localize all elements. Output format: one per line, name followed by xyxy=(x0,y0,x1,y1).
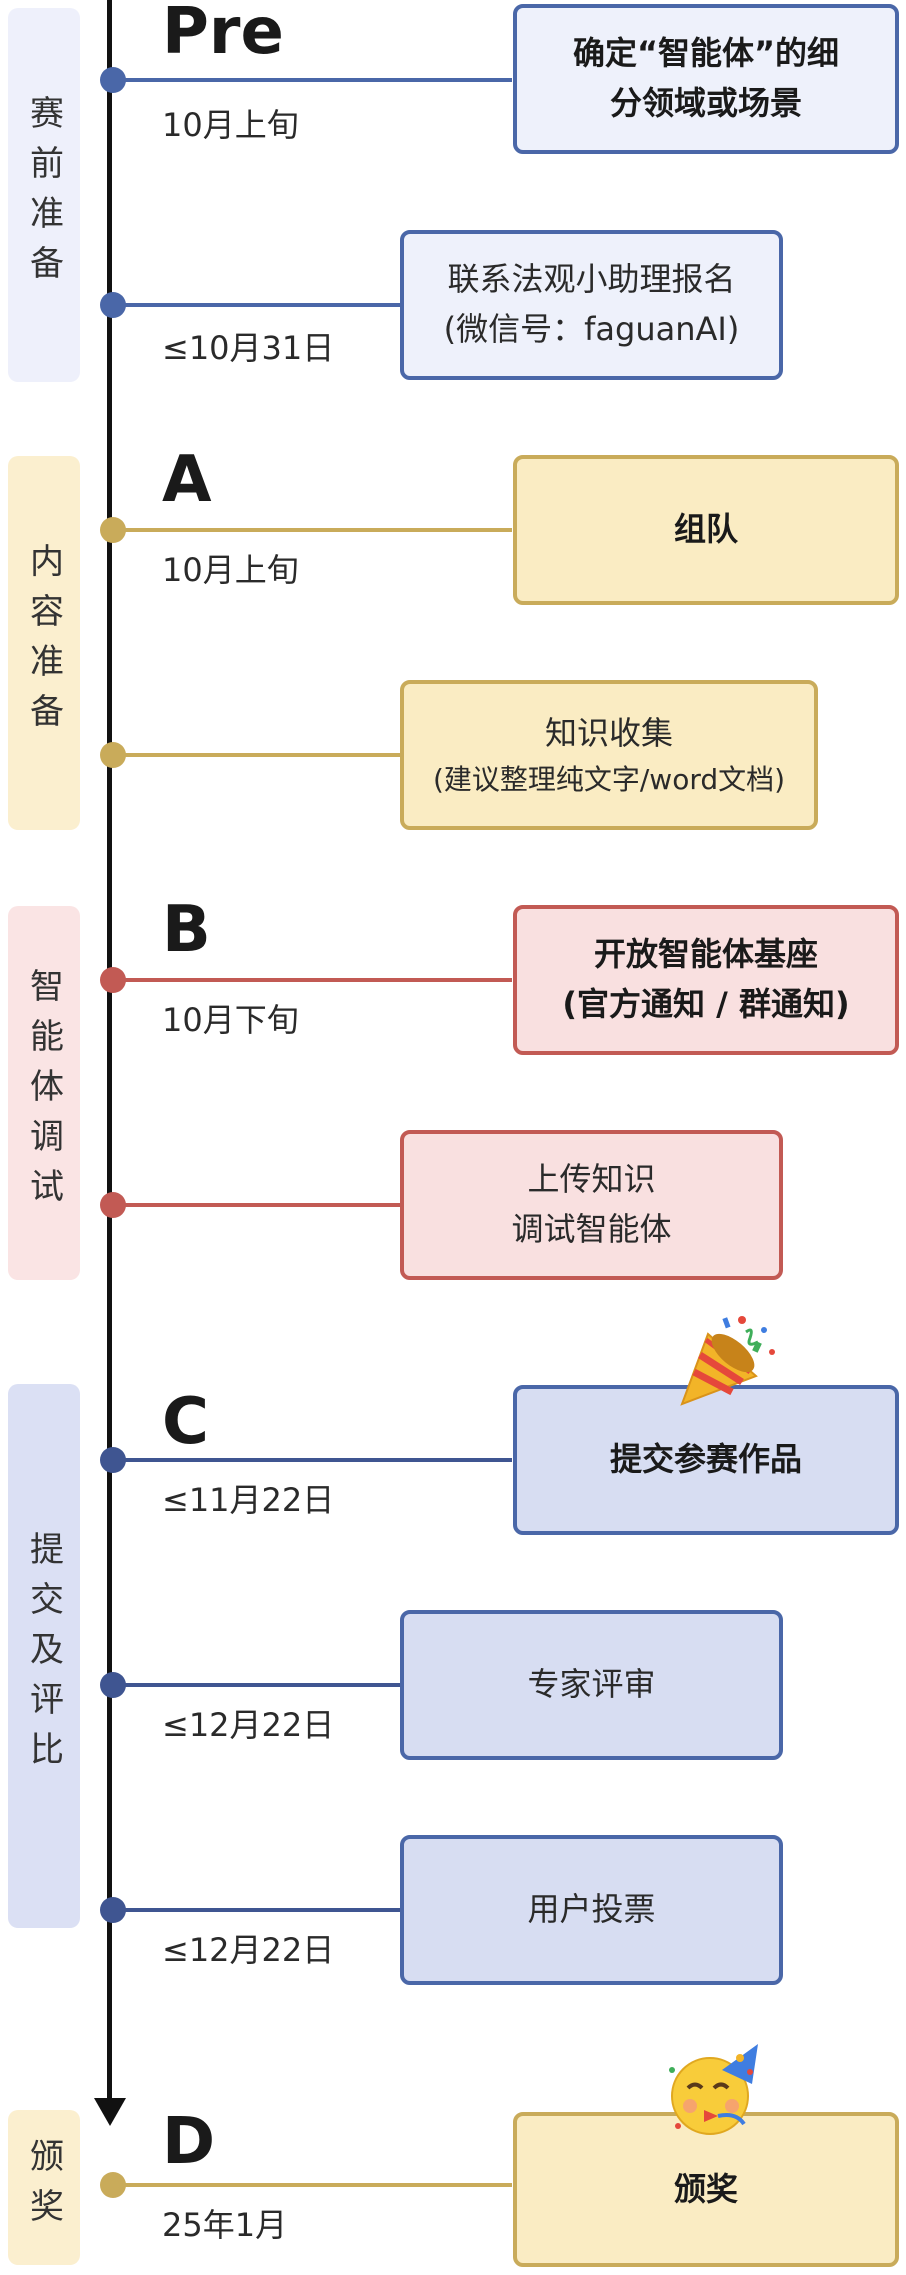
phase-panel-award: 颁奖 xyxy=(8,2110,80,2265)
connector-line xyxy=(112,78,512,82)
stage-letter-pre: Pre xyxy=(162,0,284,69)
card-line: (官方通知 / 群通知) xyxy=(562,985,850,1023)
card-upload-debug: 上传知识 调试智能体 xyxy=(400,1130,783,1280)
sub-date-pre2: ≤10月31日 xyxy=(162,329,335,367)
connector-line xyxy=(112,1458,512,1462)
connector-line xyxy=(112,978,512,982)
card-user-vote: 用户投票 xyxy=(400,1835,783,1985)
phase-label: 提交及评比 xyxy=(23,1531,64,1781)
card-line: (建议整理纯文字/word文档) xyxy=(432,763,786,797)
card-line: 组队 xyxy=(673,510,738,549)
phase-panel-debug: 智能体调试 xyxy=(8,906,80,1280)
timeline-arrowhead xyxy=(94,2098,126,2126)
phase-label: 内容准备 xyxy=(23,543,64,743)
stage-letter-c: C xyxy=(162,1385,209,1459)
card-line: 上传知识 xyxy=(527,1160,656,1199)
connector-line xyxy=(112,528,512,532)
stage-letter-d: D xyxy=(162,2105,216,2179)
connector-line xyxy=(112,303,402,307)
card-line: 专家评审 xyxy=(527,1665,656,1704)
connector-line xyxy=(112,1908,402,1912)
card-line: (微信号：faguanAI) xyxy=(443,310,740,348)
card-register: 联系法观小助理报名 (微信号：faguanAI) xyxy=(400,230,783,380)
timeline-axis xyxy=(107,0,112,2103)
party-popper-icon xyxy=(680,1316,775,1406)
phase-label: 颁奖 xyxy=(23,2137,64,2238)
card-line: 调试智能体 xyxy=(511,1210,672,1248)
card-line: 提交参赛作品 xyxy=(609,1440,802,1479)
stage-date-pre: 10月上旬 xyxy=(162,106,299,144)
card-line: 联系法观小助理报名 xyxy=(447,260,736,299)
card-line: 颁奖 xyxy=(673,2169,738,2208)
card-line: 用户投票 xyxy=(527,1890,656,1929)
card-knowledge-collect: 知识收集 (建议整理纯文字/word文档) xyxy=(400,680,818,830)
sub-date-c3: ≤12月22日 xyxy=(162,1931,335,1969)
stage-letter-b: B xyxy=(162,893,211,967)
stage-letter-a: A xyxy=(162,443,212,517)
phase-panel-content: 内容准备 xyxy=(8,456,80,830)
card-expert-review: 专家评审 xyxy=(400,1610,783,1760)
connector-line xyxy=(112,2183,512,2187)
phase-panel-pre: 赛前准备 xyxy=(8,8,80,382)
phase-label: 赛前准备 xyxy=(23,95,64,295)
stage-date-c: ≤11月22日 xyxy=(162,1481,335,1519)
phase-panel-submit: 提交及评比 xyxy=(8,1384,80,1928)
connector-line xyxy=(112,1203,402,1207)
sub-date-c2: ≤12月22日 xyxy=(162,1706,335,1744)
card-line: 知识收集 xyxy=(544,713,673,752)
stage-date-a: 10月上旬 xyxy=(162,551,299,589)
phase-label: 智能体调试 xyxy=(23,968,64,1218)
stage-date-b: 10月下旬 xyxy=(162,1001,299,1039)
stage-date-d: 25年1月 xyxy=(162,2206,288,2244)
connector-line xyxy=(112,753,402,757)
partying-face-icon xyxy=(669,2044,758,2135)
card-team-up: 组队 xyxy=(513,455,899,605)
card-line: 确定“智能体”的细 xyxy=(572,34,840,73)
card-line: 分领域或场景 xyxy=(609,84,802,122)
card-line: 开放智能体基座 xyxy=(593,935,818,974)
connector-line xyxy=(112,1683,402,1687)
card-define-scope: 确定“智能体”的细 分领域或场景 xyxy=(513,4,899,154)
card-open-base: 开放智能体基座 (官方通知 / 群通知) xyxy=(513,905,899,1055)
